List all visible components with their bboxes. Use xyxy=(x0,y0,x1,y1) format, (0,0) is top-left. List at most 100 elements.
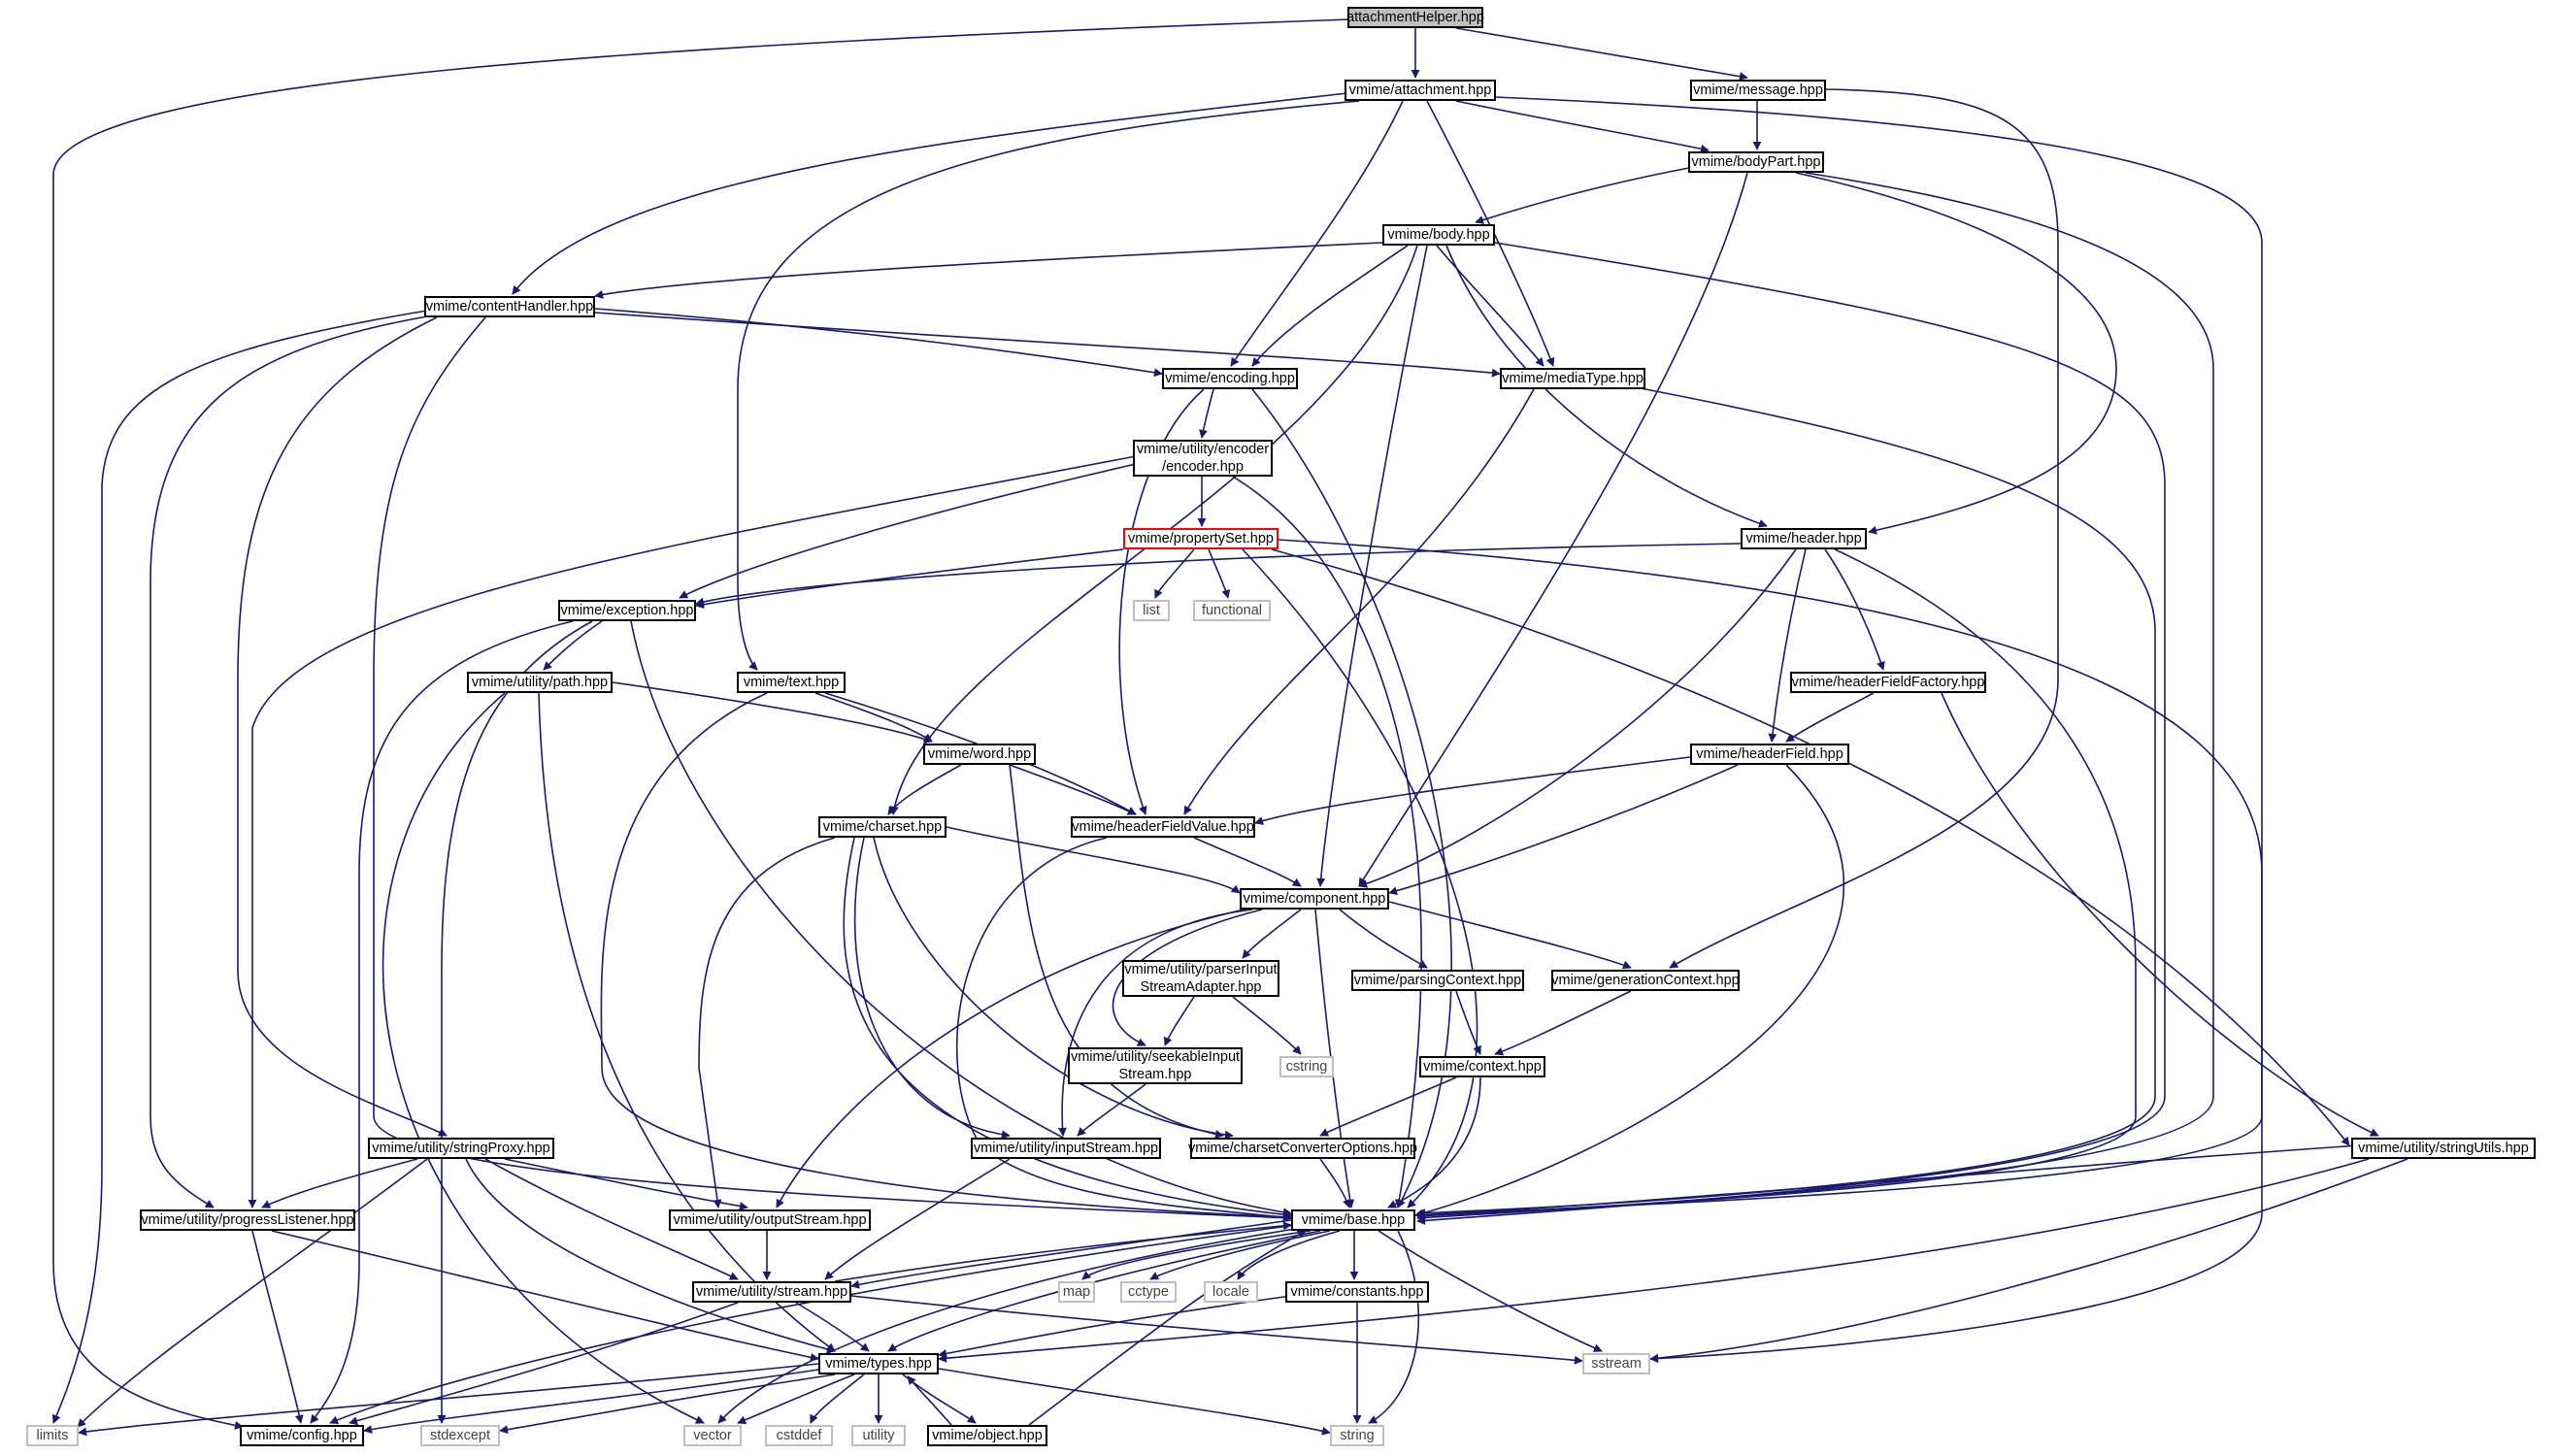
e-base-string xyxy=(1368,1230,1420,1424)
node-sstream[interactable]: sstream xyxy=(1582,1353,1650,1374)
node-context[interactable]: vmime/context.hpp xyxy=(1419,1056,1545,1077)
e-enc-encoder xyxy=(1199,388,1214,439)
node-locale[interactable]: locale xyxy=(1204,1281,1258,1303)
e-encoder-exception xyxy=(679,463,1137,599)
e-ah-config xyxy=(52,18,1350,1430)
e-ps-base xyxy=(1242,548,1478,1208)
node-headerfieldvalue[interactable]: vmime/headerFieldValue.hpp xyxy=(1071,816,1255,838)
node-encoder[interactable]: vmime/utility/encoder /encoder.hpp xyxy=(1133,440,1273,477)
e-charset-component xyxy=(946,826,1241,894)
e-enc-base xyxy=(1251,388,1452,1208)
node-text[interactable]: vmime/text.hpp xyxy=(737,672,846,693)
e-ctx-base xyxy=(1387,1076,1481,1208)
e-path-word xyxy=(612,681,933,744)
e-base-locale xyxy=(1237,1230,1341,1280)
node-component[interactable]: vmime/component.hpp xyxy=(1240,888,1389,910)
e-exc-base xyxy=(630,620,1292,1217)
node-constants[interactable]: vmime/constants.hpp xyxy=(1285,1281,1429,1303)
node-list[interactable]: list xyxy=(1133,600,1170,621)
e-stream-types xyxy=(795,1302,870,1352)
e-body-component xyxy=(1316,245,1428,887)
node-parserinput[interactable]: vmime/utility/parserInput StreamAdapter.… xyxy=(1122,960,1279,997)
node-word[interactable]: vmime/word.hpp xyxy=(923,744,1036,765)
node-header[interactable]: vmime/header.hpp xyxy=(1741,528,1867,549)
node-contenthandler[interactable]: vmime/contentHandler.hpp xyxy=(424,296,595,317)
e-sp-progress xyxy=(261,1158,418,1208)
e-pl-config xyxy=(251,1230,304,1424)
node-headerfieldfactory[interactable]: vmime/headerFieldFactory.hpp xyxy=(1790,672,1986,693)
node-stream[interactable]: vmime/utility/stream.hpp xyxy=(692,1281,851,1303)
node-exception[interactable]: vmime/exception.hpp xyxy=(558,600,696,621)
e-comp-inputstream xyxy=(1057,909,1253,1137)
e-hdr-hff xyxy=(1824,548,1885,671)
e-charset-inputstream xyxy=(853,837,1011,1140)
node-message[interactable]: vmime/message.hpp xyxy=(1690,80,1826,101)
node-stdexcept[interactable]: stdexcept xyxy=(420,1425,500,1446)
e-comp-seekable xyxy=(1112,909,1263,1046)
e-att-mediatype xyxy=(1426,100,1555,367)
node-generationcontext[interactable]: vmime/generationContext.hpp xyxy=(1551,970,1740,991)
e-exc-stdexcept xyxy=(437,620,593,1424)
node-path[interactable]: vmime/utility/path.hpp xyxy=(467,672,613,693)
e-base-stream xyxy=(850,1219,1292,1289)
node-bodypart[interactable]: vmime/bodyPart.hpp xyxy=(1688,151,1824,173)
node-limits[interactable]: limits xyxy=(26,1425,79,1446)
node-base[interactable]: vmime/base.hpp xyxy=(1291,1209,1415,1231)
e-cco-base xyxy=(1319,1158,1351,1208)
e-att-encoding xyxy=(1230,100,1404,367)
node-outputstream[interactable]: vmime/utility/outputStream.hpp xyxy=(669,1209,871,1231)
e-body-encoding xyxy=(1251,245,1409,367)
node-attachmenthelper[interactable]: attachmentHelper.hpp xyxy=(1346,7,1484,28)
node-utility[interactable]: utility xyxy=(851,1425,906,1446)
e-ps-sstream xyxy=(1278,539,2263,1364)
e-comp-generationcontext xyxy=(1388,901,1632,970)
node-seekable[interactable]: vmime/utility/seekableInput Stream.hpp xyxy=(1068,1047,1243,1084)
e-bp-header xyxy=(1795,172,2117,535)
node-body[interactable]: vmime/body.hpp xyxy=(1382,224,1495,246)
node-map[interactable]: map xyxy=(1058,1281,1095,1303)
e-hf-hfv xyxy=(1254,756,1691,825)
node-mediatype[interactable]: vmime/mediaType.hpp xyxy=(1500,368,1645,389)
node-vector[interactable]: vector xyxy=(683,1425,742,1446)
node-charset[interactable]: vmime/charset.hpp xyxy=(818,816,946,838)
node-inputstream[interactable]: vmime/utility/inputStream.hpp xyxy=(971,1138,1161,1159)
e-hf-base xyxy=(1414,764,1845,1218)
node-headerfield[interactable]: vmime/headerField.hpp xyxy=(1690,744,1849,765)
node-config[interactable]: vmime/config.hpp xyxy=(240,1425,364,1446)
node-object[interactable]: vmime/object.hpp xyxy=(927,1425,1047,1446)
e-types-string xyxy=(938,1368,1331,1436)
e-base-vector xyxy=(717,1227,1302,1424)
e-sp-stream xyxy=(484,1158,739,1280)
e-ch-encoding xyxy=(594,308,1163,378)
node-types[interactable]: vmime/types.hpp xyxy=(818,1353,939,1374)
e-ch-limits xyxy=(51,310,428,1424)
node-parsingcontext[interactable]: vmime/parsingContext.hpp xyxy=(1351,970,1524,991)
e-types-limits xyxy=(78,1363,819,1437)
node-stringutils[interactable]: vmime/utility/stringUtils.hpp xyxy=(2351,1138,2536,1159)
e-pc-context xyxy=(1455,990,1481,1055)
node-string[interactable]: string xyxy=(1330,1425,1384,1446)
e-sp-types xyxy=(465,1158,836,1354)
e-hfv-component xyxy=(1193,837,1302,887)
e-exc-config xyxy=(310,620,574,1424)
node-cstring[interactable]: cstring xyxy=(1279,1056,1334,1077)
node-attachment[interactable]: vmime/attachment.hpp xyxy=(1345,80,1496,101)
node-cstddef[interactable]: cstddef xyxy=(765,1425,833,1446)
e-pi-seekable xyxy=(1163,996,1195,1046)
e-hdr-exception xyxy=(695,543,1742,607)
node-charsetconverteroptions[interactable]: vmime/charsetConverterOptions.hpp xyxy=(1188,1138,1417,1159)
e-comp-parsingcontext xyxy=(1339,909,1428,969)
e-path-vector xyxy=(382,692,705,1424)
e-mt-base xyxy=(1416,387,2156,1218)
e-hff-headerfield xyxy=(1785,692,1875,743)
node-progresslistener[interactable]: vmime/utility/progressListener.hpp xyxy=(140,1209,355,1231)
node-stringproxy[interactable]: vmime/utility/stringProxy.hpp xyxy=(368,1138,554,1159)
node-encoding[interactable]: vmime/encoding.hpp xyxy=(1162,368,1298,389)
node-functional[interactable]: functional xyxy=(1193,600,1271,621)
node-cctype[interactable]: cctype xyxy=(1120,1281,1177,1303)
e-types-stdexcept xyxy=(499,1373,836,1435)
e-encoder-base xyxy=(1232,476,1422,1208)
e-base-config xyxy=(329,1224,1297,1425)
e-sp-outputstream xyxy=(504,1158,748,1210)
node-propertyset[interactable]: vmime/propertySet.hpp xyxy=(1123,528,1278,549)
